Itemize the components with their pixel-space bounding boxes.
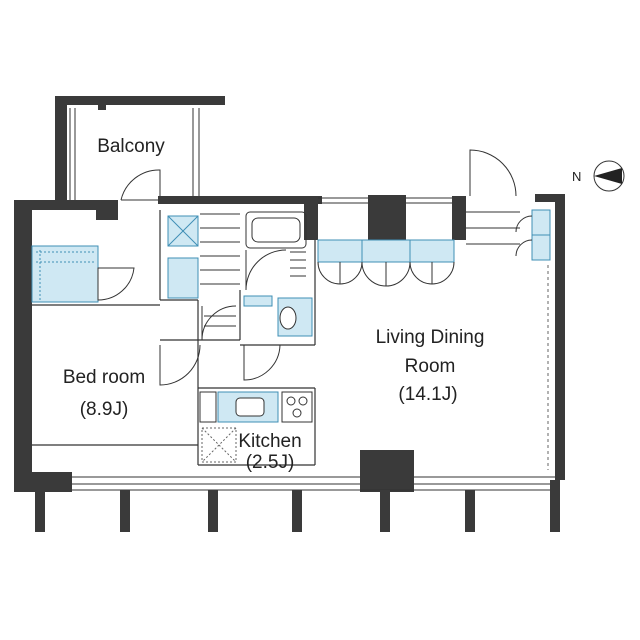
compass-north-letter: N <box>572 169 581 184</box>
pillar <box>35 490 45 532</box>
pillar <box>292 490 302 532</box>
entrance-storage <box>466 209 551 261</box>
bath-top-wall <box>158 196 322 204</box>
fridge-space <box>201 427 237 463</box>
south-column <box>360 450 414 492</box>
kitchen-size: (2.5J) <box>246 452 295 473</box>
interior-walls <box>32 210 316 466</box>
kitchen-label: Kitchen <box>238 431 301 452</box>
bedroom-size: (8.9J) <box>80 399 129 420</box>
wash-basin <box>167 257 199 299</box>
balcony-top-wall <box>55 96 225 105</box>
toilet-door-swing <box>201 305 237 341</box>
pillar <box>120 490 130 532</box>
compass-icon: N <box>572 160 625 192</box>
bath-fixtures <box>167 211 313 341</box>
outer-walls <box>14 194 565 492</box>
bedroom-closet <box>31 245 135 303</box>
doors <box>159 149 517 386</box>
west-wall <box>14 200 32 492</box>
east-wall <box>555 194 565 480</box>
balcony-label: Balcony <box>97 136 165 157</box>
bedroom-top-wall <box>14 200 118 210</box>
balcony-area <box>55 96 225 201</box>
bedroom-door-swing <box>159 344 201 386</box>
pillar <box>380 490 390 532</box>
bath-door-swing <box>245 249 287 291</box>
north-column <box>368 195 406 243</box>
closet-fill <box>31 245 99 303</box>
living-label-line2: Room <box>405 356 456 377</box>
balcony-door-swing <box>120 169 161 201</box>
pillar <box>550 480 560 532</box>
living-size: (14.1J) <box>398 384 457 405</box>
entrance-door-swing <box>469 149 517 197</box>
toilet <box>279 306 297 330</box>
balcony-left-wall <box>55 96 67 200</box>
pillar <box>208 490 218 532</box>
sink <box>235 397 265 417</box>
hall-door-swing <box>243 344 281 381</box>
north-window <box>318 197 452 204</box>
south-facade <box>35 476 560 532</box>
bathtub <box>245 211 307 249</box>
pillar <box>465 490 475 532</box>
living-label-line1: Living Dining <box>376 327 485 348</box>
south-west-corner <box>14 472 72 492</box>
bedroom-label: Bed room <box>63 367 145 388</box>
kitchen-fixtures <box>199 391 313 463</box>
living-storage <box>317 239 455 287</box>
